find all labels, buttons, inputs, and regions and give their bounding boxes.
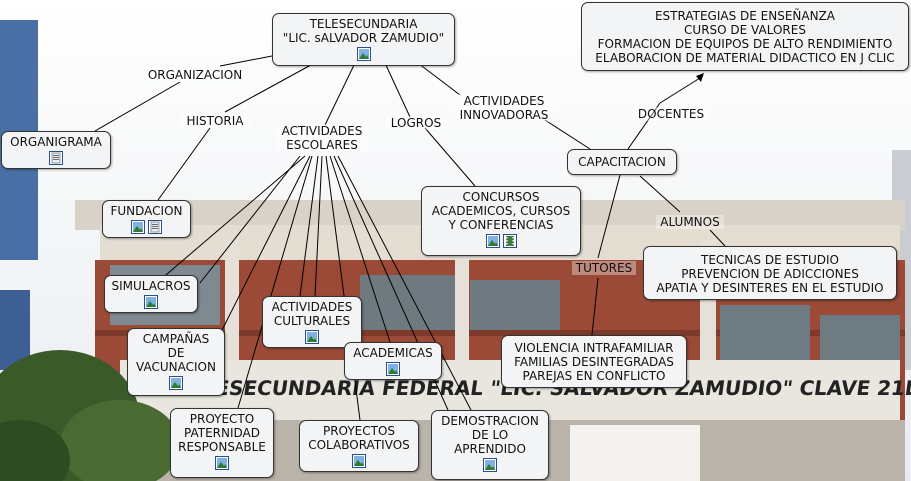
node-organigrama[interactable]: ORGANIGRAMA — [1, 131, 111, 169]
node-concursos[interactable]: CONCURSOS ACADEMICOS, CURSOS Y CONFERENC… — [421, 186, 581, 256]
link-label-actividades-escolares: ACTIVIDADES ESCOLARES — [275, 124, 369, 152]
image-icon[interactable] — [131, 220, 145, 234]
node-campanas[interactable]: CAMPAÑAS DE VACUNACION — [127, 328, 225, 396]
node-simulacros-label: SIMULACROS — [111, 279, 191, 293]
image-icon[interactable] — [485, 234, 500, 248]
node-telesecundaria-label: TELESECUNDARIA "LIC. sALVADOR ZAMUDIO" — [282, 17, 445, 45]
image-icon[interactable] — [215, 456, 229, 470]
node-tecnicas[interactable]: TECNICAS DE ESTUDIO PREVENCION DE ADICCI… — [643, 246, 897, 300]
link-label-tutores: TUTORES — [572, 261, 636, 275]
node-campanas-label: CAMPAÑAS DE VACUNACION — [136, 332, 216, 374]
node-fundacion-label: FUNDACION — [110, 204, 183, 218]
document-icon[interactable] — [148, 220, 162, 234]
node-estrategias-label: ESTRATEGIAS DE ENSEÑANZA CURSO DE VALORE… — [595, 9, 895, 65]
node-academicas[interactable]: ACADEMICAS — [344, 342, 442, 380]
link-label-actividades-innovadoras: ACTIVIDADES INNOVADORAS — [455, 94, 553, 122]
link-label-historia: HISTORIA — [180, 114, 250, 128]
node-organigrama-label: ORGANIGRAMA — [10, 135, 102, 149]
link-label-docentes: DOCENTES — [633, 107, 709, 121]
node-tecnicas-label: TECNICAS DE ESTUDIO PREVENCION DE ADICCI… — [656, 253, 884, 295]
node-paternidad-label: PROYECTO PATERNIDAD RESPONSABLE — [178, 412, 266, 454]
svg-text:TELESECUNDARIA FEDERAL "LIC. S: TELESECUNDARIA FEDERAL "LIC. SALVADOR ZA… — [174, 376, 911, 400]
node-fundacion[interactable]: FUNDACION — [102, 200, 191, 238]
link-label-alumnos: ALUMNOS — [656, 215, 724, 229]
node-demostracion-label: DEMOSTRACION DE LO APRENDIDO — [441, 414, 539, 456]
node-estrategias[interactable]: ESTRATEGIAS DE ENSEÑANZA CURSO DE VALORE… — [581, 2, 909, 71]
image-icon[interactable] — [483, 458, 497, 472]
node-capacitacion-label: CAPACITACION — [578, 155, 666, 169]
node-demostracion[interactable]: DEMOSTRACION DE LO APRENDIDO — [431, 410, 549, 480]
node-capacitacion[interactable]: CAPACITACION — [567, 149, 677, 175]
node-telesecundaria[interactable]: TELESECUNDARIA "LIC. sALVADOR ZAMUDIO" — [272, 13, 455, 66]
node-academicas-label: ACADEMICAS — [353, 346, 433, 360]
link-label-organizacion: ORGANIZACION — [145, 68, 245, 82]
image-icon[interactable] — [305, 330, 319, 344]
node-actividades-culturales-label: ACTIVIDADES CULTURALES — [271, 300, 353, 328]
video-icon[interactable] — [502, 234, 517, 248]
link-label-logros: LOGROS — [386, 116, 446, 130]
image-icon[interactable] — [386, 362, 400, 376]
image-icon[interactable] — [356, 47, 371, 61]
document-icon[interactable] — [49, 151, 63, 165]
node-proyectos-colaborativos[interactable]: PROYECTOS COLABORATIVOS — [299, 420, 419, 472]
image-icon[interactable] — [352, 454, 366, 468]
node-simulacros[interactable]: SIMULACROS — [104, 275, 198, 313]
node-actividades-culturales[interactable]: ACTIVIDADES CULTURALES — [262, 296, 362, 348]
node-proyectos-colaborativos-label: PROYECTOS COLABORATIVOS — [308, 424, 410, 452]
node-paternidad[interactable]: PROYECTO PATERNIDAD RESPONSABLE — [170, 408, 274, 478]
node-violencia[interactable]: VIOLENCIA INTRAFAMILIAR FAMILIAS DESINTE… — [501, 335, 687, 388]
image-icon[interactable] — [169, 376, 183, 390]
node-violencia-label: VIOLENCIA INTRAFAMILIAR FAMILIAS DESINTE… — [514, 341, 674, 383]
node-concursos-label: CONCURSOS ACADEMICOS, CURSOS Y CONFERENC… — [431, 190, 571, 232]
image-icon[interactable] — [144, 295, 158, 309]
